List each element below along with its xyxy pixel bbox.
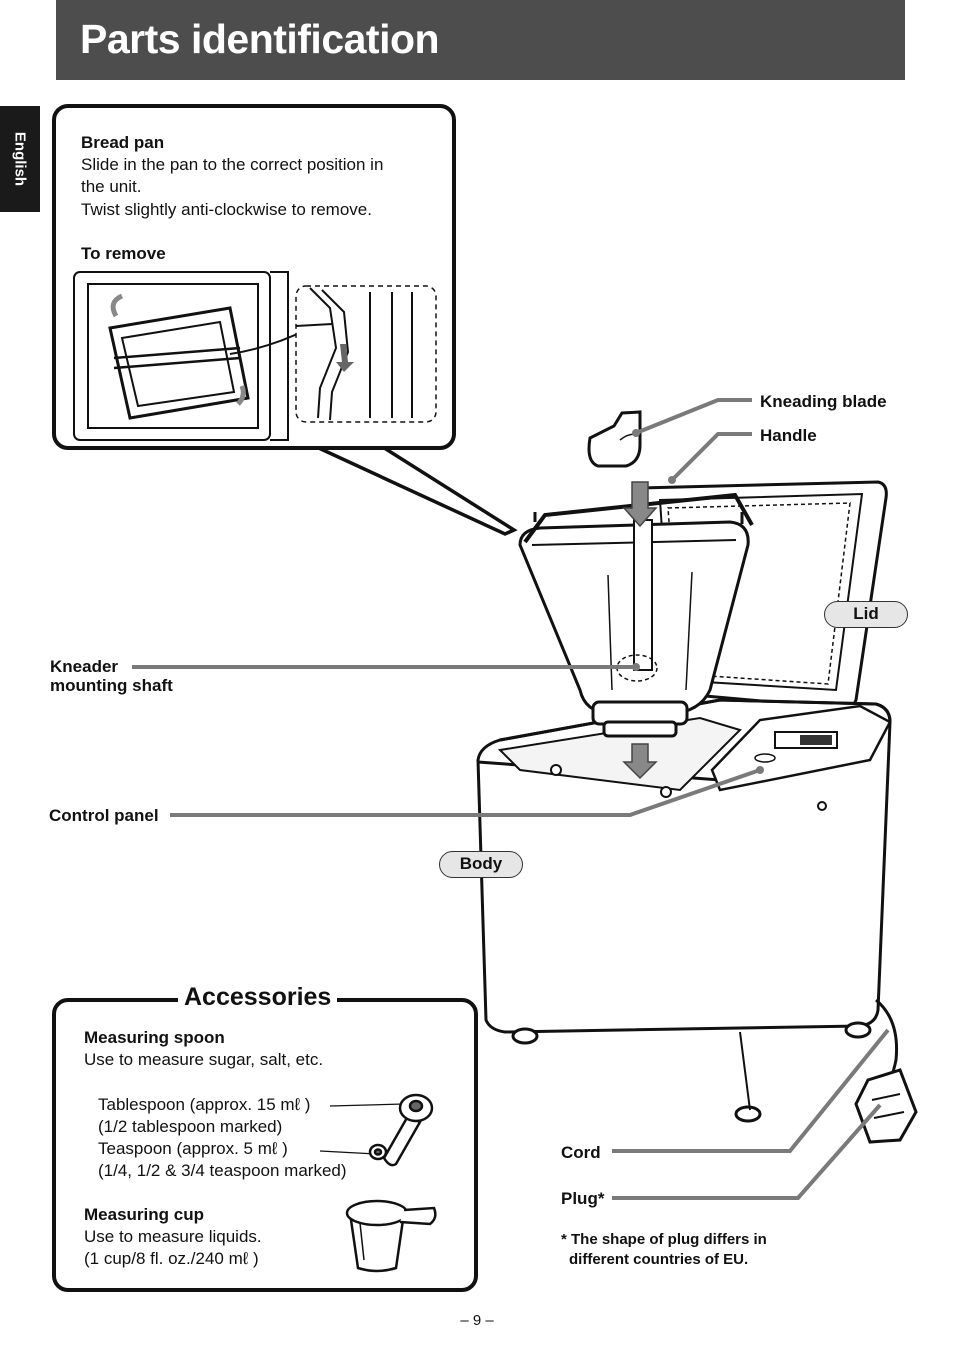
measuring-cup-icon [345,1199,437,1273]
accessories-illustration [320,1093,437,1273]
body-label: Body [439,851,523,878]
body-housing [476,698,892,1123]
kneader-label-line1: Kneader [50,657,119,676]
handle-label: Handle [760,426,817,445]
lid-label: Lid [824,601,908,628]
measuring-spoon-desc: Use to measure sugar, salt, etc. [84,1050,324,1069]
bread-pan-line-3: Twist slightly anti-clockwise to remove. [81,200,372,219]
callout-pointer [309,442,518,536]
plug-label: Plug* [561,1189,605,1208]
language-tab[interactable]: English [0,106,40,212]
cord-label: Cord [561,1143,601,1162]
to-remove-illustration [73,271,437,441]
kneader-label-line2: mounting shaft [50,676,173,695]
measuring-spoon-icon [368,1093,434,1167]
page-title: Parts identification [80,16,440,62]
measuring-cup-heading: Measuring cup [84,1205,204,1224]
page-number: – 9 – [460,1312,494,1329]
bread-pan-line-1: Slide in the pan to the correct position… [81,155,384,174]
kneading-blade [587,410,642,468]
bread-pan-heading: Bread pan [81,133,165,152]
plug-note-line1: * The shape of plug differs in [561,1231,767,1248]
bread-pan-info-box: Bread pan Slide in the pan to the correc… [52,104,456,450]
insert-arrows [622,481,658,780]
tablespoon-text: Tablespoon (approx. 15 mℓ ) [98,1095,311,1114]
plug-note-line2: different countries of EU. [569,1251,749,1268]
kneading-blade-label: Kneading blade [760,392,887,411]
accessories-title: Accessories [178,983,338,1012]
cord-and-plug [854,998,918,1144]
measuring-cup-volume: (1 cup/8 fl. oz./240 mℓ ) [84,1249,259,1268]
measuring-spoon-heading: Measuring spoon [84,1028,225,1047]
teaspoon-marked-text: (1/4, 1/2 & 3/4 teaspoon marked) [98,1161,347,1180]
header-bar: Parts identification [56,0,905,80]
to-remove-label: To remove [81,244,166,263]
teaspoon-text: Teaspoon (approx. 5 mℓ ) [98,1139,288,1158]
leader-lines [132,398,890,1200]
measuring-cup-desc: Use to measure liquids. [84,1227,262,1246]
bread-pan-line-2: the unit. [81,177,142,196]
tablespoon-marked-text: (1/2 tablespoon marked) [98,1117,283,1136]
control-panel-label: Control panel [49,806,159,825]
